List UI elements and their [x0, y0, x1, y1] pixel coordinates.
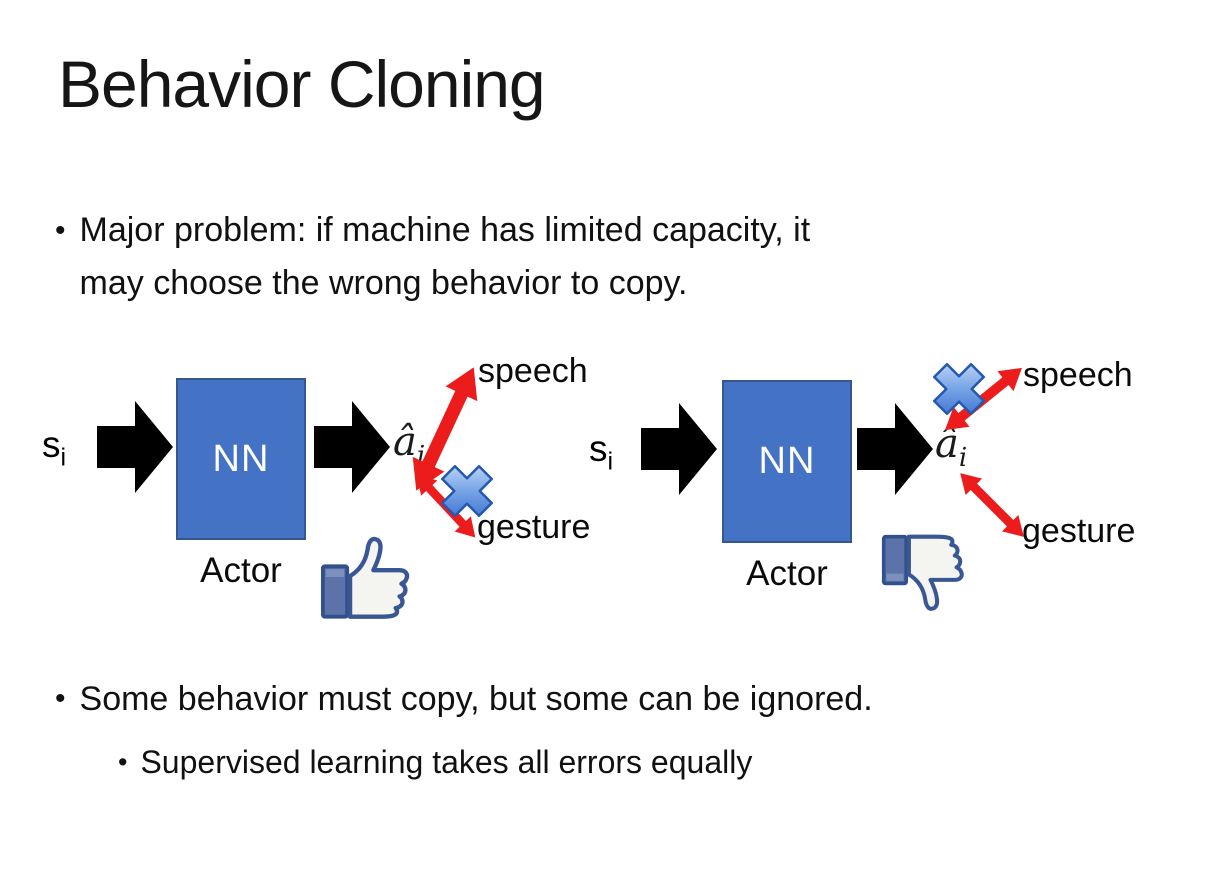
actor-label: Actor — [200, 551, 282, 590]
bullet-glyph: • — [55, 214, 66, 247]
cross-icon — [929, 359, 989, 419]
actor-label: Actor — [746, 554, 828, 593]
action-letter: â — [935, 421, 959, 467]
gesture-label: gesture — [1022, 512, 1136, 550]
state-symbol: si — [42, 424, 66, 470]
state-letter: s — [589, 428, 608, 469]
nn-box-label: NN — [758, 440, 816, 482]
nn-box: NN — [722, 380, 852, 543]
gesture-label: gesture — [477, 508, 591, 546]
nn-box-label: NN — [212, 437, 270, 480]
state-letter: s — [42, 424, 61, 465]
state-symbol: si — [589, 428, 613, 474]
speech-label: speech — [1023, 356, 1133, 394]
action-subscript: i — [416, 441, 426, 471]
speech-label: speech — [478, 352, 588, 390]
bullet-major-problem: • Major problem: if machine has limited … — [55, 204, 810, 310]
thumbs-up-icon — [320, 529, 417, 623]
bullet-glyph: • — [118, 747, 128, 777]
bullet-some-behavior: • Some behavior must copy, but some can … — [55, 674, 873, 724]
input-arrow-icon — [97, 401, 173, 493]
bullet-major-problem-line2: may choose the wrong behavior to copy. — [79, 264, 688, 302]
action-symbol: âi — [393, 419, 425, 469]
state-subscript: i — [607, 447, 614, 476]
input-arrow-icon — [641, 403, 717, 495]
bullet-major-problem-text: Major problem: if machine has limited ca… — [80, 204, 811, 310]
nn-box: NN — [176, 378, 306, 540]
bullet-some-behavior-text: Some behavior must copy, but some can be… — [79, 680, 873, 718]
bullet-supervised-learning: • Supervised learning takes all errors e… — [118, 738, 752, 786]
action-subscript: i — [958, 443, 968, 473]
bullet-supervised-learning-text: Supervised learning takes all errors equ… — [140, 744, 753, 780]
output-arrow-icon — [314, 401, 390, 493]
bullet-glyph: • — [55, 682, 66, 715]
action-symbol: âi — [935, 421, 967, 471]
action-letter: â — [393, 419, 417, 465]
page-title: Behavior Cloning — [58, 47, 546, 121]
state-subscript: i — [60, 443, 67, 472]
bullet-major-problem-line1: Major problem: if machine has limited ca… — [79, 211, 811, 249]
thumbs-down-icon — [881, 529, 971, 620]
output-arrow-icon — [857, 403, 933, 495]
